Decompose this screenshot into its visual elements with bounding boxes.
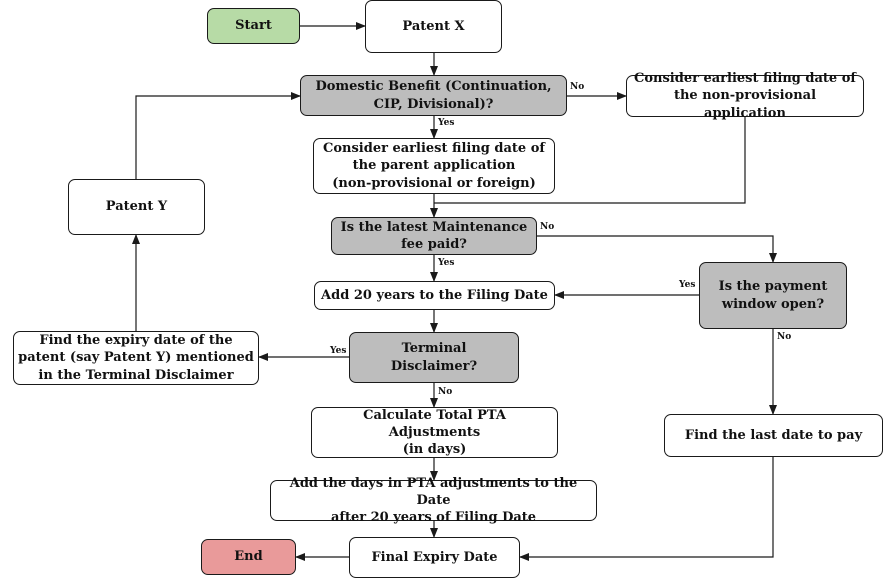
node-text-line: Start xyxy=(235,18,272,34)
node-text-line: Final Expiry Date xyxy=(371,549,498,565)
patent-y-node: Patent Y xyxy=(68,179,205,235)
label-domestic-yes: Yes xyxy=(438,118,455,128)
node-text-line: Terminal xyxy=(401,341,467,357)
node-text-line: window open? xyxy=(721,296,825,312)
label-terminal-yes: Yes xyxy=(330,346,347,356)
calc-pta-node: Calculate Total PTA Adjustments (in days) xyxy=(311,407,558,458)
final-expiry-node: Final Expiry Date xyxy=(349,537,520,578)
node-text-line: End xyxy=(234,549,263,565)
maintenance-fee-decision: Is the latest Maintenance fee paid? xyxy=(331,217,537,255)
add-pta-node: Add the days in PTA adjustments to the D… xyxy=(270,476,597,525)
start-node: Start xyxy=(207,8,300,44)
node-text-line: Disclaimer? xyxy=(390,358,478,374)
find-last-date-node: Find the last date to pay xyxy=(664,414,883,457)
label-terminal-no: No xyxy=(438,387,453,397)
node-text-line: after 20 years of Filing Date xyxy=(330,510,537,526)
node-text-line: (non-provisional or foreign) xyxy=(332,175,536,191)
label-payment-no: No xyxy=(777,332,792,342)
domestic-benefit-decision: Domestic Benefit (Continuation,CIP, Divi… xyxy=(300,75,567,116)
node-text-line: Is the payment xyxy=(718,279,828,295)
node-text-line: the parent application xyxy=(352,158,516,174)
edge-patent-y-to-domestic xyxy=(135,92,301,179)
node-text-line: Consider earliest filing date of xyxy=(323,141,545,157)
node-text-line: Domestic Benefit (Continuation, xyxy=(315,79,552,95)
add-20-years-node: Add 20 years to the Filing Date xyxy=(314,281,555,310)
label-domestic-no: No xyxy=(570,82,585,92)
node-text-line: CIP, Divisional)? xyxy=(373,96,494,112)
node-text-line: Add the days in PTA adjustments to the D… xyxy=(289,475,578,508)
node-text-line: Find the last date to pay xyxy=(684,427,863,443)
node-text-line: Consider earliest filing date of xyxy=(634,71,856,87)
edge-nonprov-to-merge xyxy=(434,117,746,204)
patent-x-node: Patent X xyxy=(365,0,502,53)
edge-maintenance-no-to-payment xyxy=(537,235,777,263)
node-text-line: (in days) xyxy=(402,442,467,458)
node-text-line: Add 20 years to the Filing Date xyxy=(321,287,548,303)
label-maintenance-yes: Yes xyxy=(438,258,455,268)
node-text-line: Find the expiry date of the xyxy=(39,333,233,349)
end-node: End xyxy=(201,539,296,575)
node-text-line: the non-provisional application xyxy=(673,88,817,121)
node-text-line: Is the latest Maintenance xyxy=(340,219,528,235)
edge-last-date-to-final xyxy=(519,457,774,561)
label-payment-yes: Yes xyxy=(679,280,696,290)
node-text-line: fee paid? xyxy=(401,237,467,252)
node-text-line: Patent X xyxy=(402,18,465,34)
label-maintenance-no: No xyxy=(540,222,555,232)
node-text-line: patent (say Patent Y) mentioned xyxy=(18,350,254,366)
node-text-line: in the Terminal Disclaimer xyxy=(38,367,234,383)
node-text-line: Patent Y xyxy=(105,199,168,215)
node-text-line: Calculate Total PTA Adjustments xyxy=(363,407,506,440)
